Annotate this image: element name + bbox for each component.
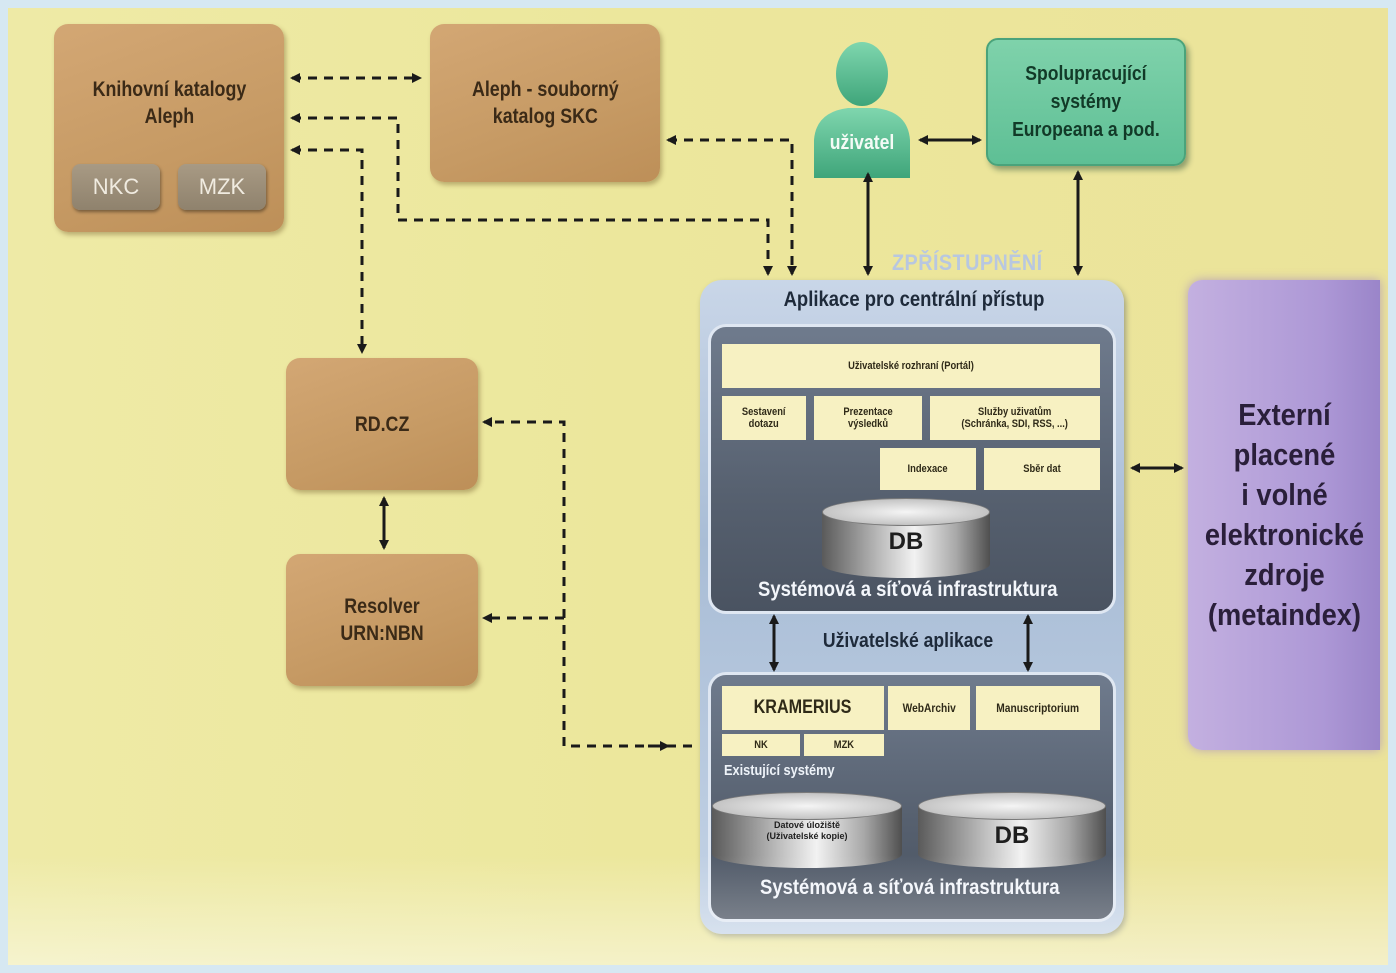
access-label: ZPŘÍSTUPNĚNÍ	[892, 250, 1043, 275]
central-db-label: DB	[888, 528, 924, 555]
existing-db-cylinder: DB	[918, 792, 1106, 868]
mzk-existing-label: MZK	[833, 739, 855, 751]
results-label: Prezentace výsledků	[843, 406, 893, 430]
storage-cylinder: Datové úložiště (Uživatelské kopie)	[712, 792, 902, 868]
user-label: uživatel	[829, 132, 895, 154]
external-sources-label: Externí placené i volné elektronické zdr…	[1204, 397, 1364, 632]
harvest-label: Sběr dat	[1023, 463, 1061, 475]
central-db-cylinder: DB	[822, 498, 990, 578]
existing-infra-label: Systémová a síťová infrastruktura	[760, 876, 1060, 899]
external-sources-box: Externí placené i volné elektronické zdr…	[1188, 280, 1380, 750]
central-access-title: Aplikace pro centrální přístup	[783, 288, 1045, 311]
library-catalogs-label: Knihovní katalogy Aleph	[92, 78, 246, 128]
webarchiv-label: WebArchiv	[902, 701, 956, 715]
nkc-label: NKC	[92, 174, 140, 199]
indexing-cell: Indexace	[880, 448, 976, 490]
results-cell: Prezentace výsledků	[814, 396, 922, 440]
resolver-box: Resolver URN:NBN	[286, 554, 478, 686]
rdcz-label: RD.CZ	[354, 412, 410, 436]
webarchiv-cell: WebArchiv	[888, 686, 970, 730]
resolver-label: Resolver URN:NBN	[340, 595, 424, 645]
central-infra-label: Systémová a síťová infrastruktura	[758, 578, 1058, 601]
query-label: Sestavení dotazu	[742, 406, 786, 430]
query-cell: Sestavení dotazu	[722, 396, 806, 440]
existing-db-label: DB	[994, 822, 1030, 849]
connectors	[290, 73, 1184, 751]
nkc-chip: NKC	[72, 164, 160, 210]
portal-label: Uživatelské rozhraní (Portál)	[848, 360, 974, 372]
mzk-chip: MZK	[178, 164, 266, 210]
storage-label: Datové úložiště (Uživatelské kopie)	[766, 820, 848, 841]
rdcz-box: RD.CZ	[286, 358, 478, 490]
cooperating-systems-label: Spolupracující systémy Europeana a pod.	[1012, 63, 1160, 141]
nk-cell: NK	[722, 734, 800, 756]
user-apps-label: Uživatelské aplikace	[822, 630, 994, 652]
arrow-union-central	[666, 135, 797, 276]
manuscriptorium-label: Manuscriptorium	[996, 701, 1080, 715]
kramerius-label: KRAMERIUS	[754, 697, 852, 718]
services-cell: Služby uživatům (Schránka, SDI, RSS, ...…	[930, 396, 1100, 440]
mzk-existing-cell: MZK	[804, 734, 884, 756]
user-icon	[814, 42, 910, 178]
arrow-catalogs-rdcz	[290, 145, 367, 354]
mzk-label: MZK	[198, 174, 246, 199]
kramerius-cell: KRAMERIUS	[722, 686, 884, 730]
arrow-existing-rdcz	[482, 417, 692, 748]
harvest-cell: Sběr dat	[984, 448, 1100, 490]
nk-label: NK	[754, 739, 768, 751]
cooperating-systems-box: Spolupracující systémy Europeana a pod.	[986, 38, 1186, 166]
existing-systems-label: Existující systémy	[724, 762, 835, 779]
diagram-canvas: Knihovní katalogy Aleph NKC MZK Aleph - …	[8, 8, 1388, 965]
manuscriptorium-cell: Manuscriptorium	[976, 686, 1100, 730]
indexing-label: Indexace	[907, 463, 949, 475]
portal-cell: Uživatelské rozhraní (Portál)	[722, 344, 1100, 388]
services-label: Služby uživatům (Schránka, SDI, RSS, ...…	[961, 406, 1069, 430]
